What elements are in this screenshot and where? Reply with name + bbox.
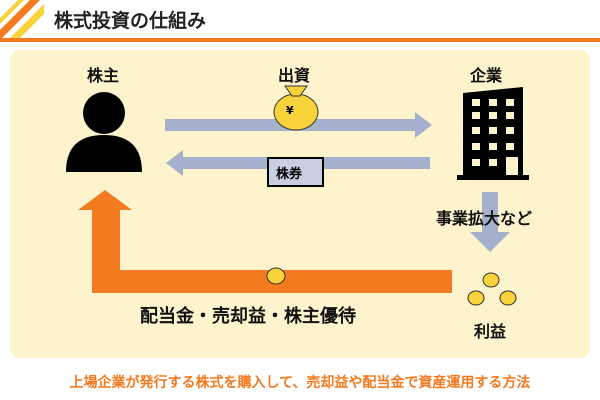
expansion-label: 事業拡大など	[436, 209, 533, 228]
stock-certificate-icon	[267, 157, 324, 187]
small-money-bag-icon	[266, 267, 517, 306]
stock-certificate-label: 株券	[276, 167, 303, 182]
company-label: 企業	[470, 66, 503, 85]
profit-label: 利益	[474, 322, 507, 341]
company-building-icon	[457, 87, 529, 180]
title-stripes-decoration	[0, 0, 45, 38]
title-underline	[0, 38, 600, 42]
caption: 上場企業が発行する株式を購入して、売却益や配当金で資産運用する方法	[69, 375, 531, 391]
expansion-arrow	[470, 192, 510, 252]
page-title: 株式投資の仕組み	[54, 10, 207, 32]
yen-symbol: ¥	[286, 104, 294, 117]
shareholder-label: 株主	[87, 66, 120, 85]
returns-arrow	[78, 190, 452, 293]
money-bag-icon	[273, 85, 319, 131]
investment-label: 出資	[278, 66, 311, 85]
returns-label: 配当金・売却益・株主優待	[140, 306, 356, 327]
shareholder-icon	[66, 92, 142, 172]
